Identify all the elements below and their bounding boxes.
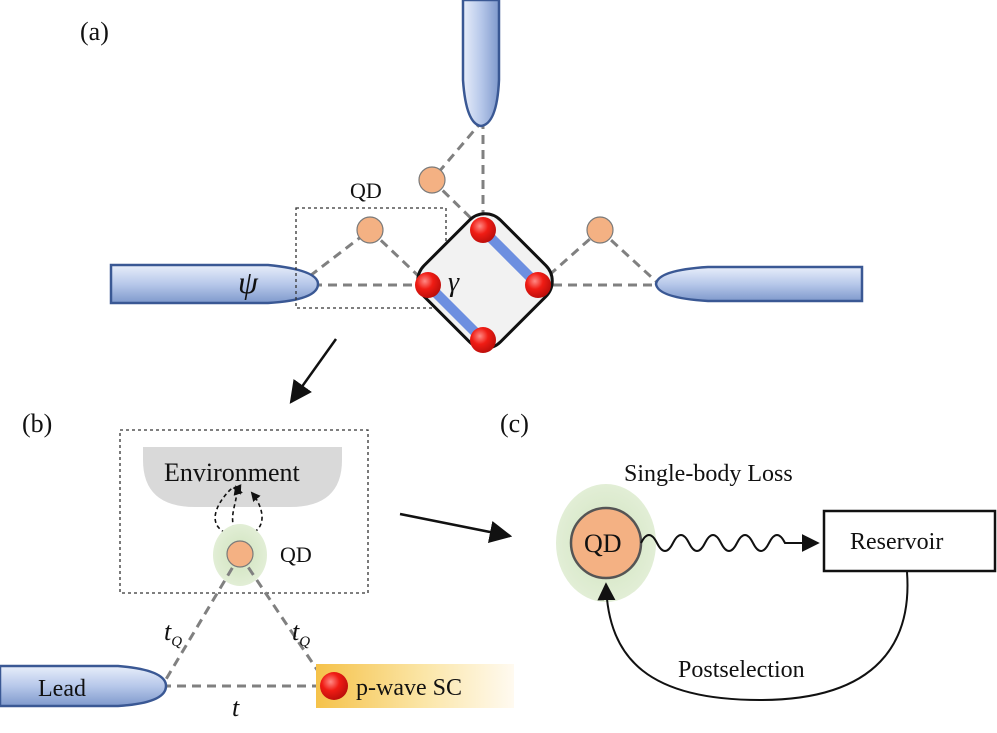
tq-left-label: tQ	[164, 617, 182, 650]
panel-a-qd-label: QD	[350, 178, 382, 203]
lead-electrode	[0, 664, 168, 708]
majorana-mode	[415, 272, 441, 298]
panel-b-label: (b)	[22, 409, 52, 438]
arrow-icon	[289, 338, 338, 404]
feedback-arrow-icon	[597, 571, 909, 702]
quantum-dot	[586, 216, 614, 244]
right-lead	[654, 265, 864, 303]
t-label: t	[232, 693, 240, 722]
sc-background	[316, 664, 514, 708]
panel-a-label: (a)	[80, 17, 109, 46]
lead-label: Lead	[38, 676, 86, 702]
wavy-line-icon	[640, 534, 820, 552]
top-lead	[461, 0, 501, 128]
environment-box	[119, 429, 369, 594]
tq-right-label: tQ	[292, 617, 310, 650]
majorana-mode	[525, 272, 551, 298]
psi-symbol: ψ	[238, 264, 259, 300]
quantum-dot	[418, 166, 446, 194]
environment-label: Environment	[164, 458, 301, 487]
arrow-icon	[399, 512, 513, 544]
environment-shape	[143, 447, 342, 507]
postselection-label: Postselection	[678, 657, 805, 683]
majorana-mode	[320, 672, 348, 700]
environment-coupling-arrows	[214, 484, 263, 536]
reservoir-label: Reservoir	[850, 529, 943, 555]
majorana-mode	[470, 327, 496, 353]
quantum-dot	[356, 216, 384, 244]
left-lead	[109, 263, 320, 305]
panel-c-qd-label: QD	[584, 529, 622, 558]
quantum-dot	[226, 540, 254, 568]
panel-c-label: (c)	[500, 409, 529, 438]
gamma-symbol: γ	[448, 267, 460, 298]
reservoir-box	[822, 509, 997, 573]
panel-b-qd-label: QD	[280, 542, 312, 567]
loss-label: Single-body Loss	[624, 461, 793, 487]
majorana-mode	[470, 217, 496, 243]
sc-label: p-wave SC	[356, 675, 462, 701]
panel-b-dashed-links	[160, 554, 330, 688]
